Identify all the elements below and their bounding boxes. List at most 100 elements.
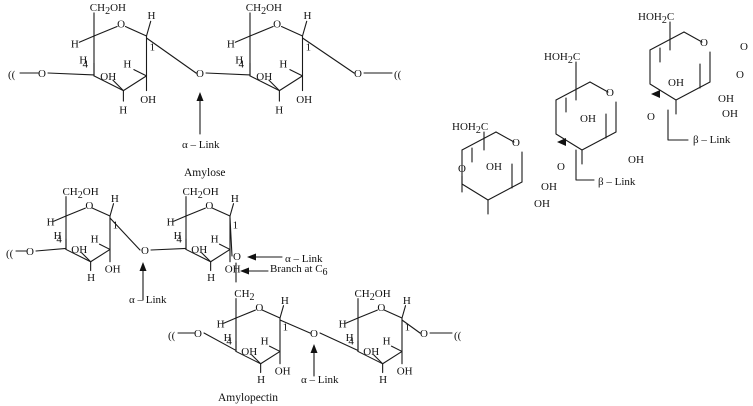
ring-edge: [649, 49, 711, 101]
glycosidic-bond: [229, 217, 233, 257]
h-atom: H: [403, 295, 411, 307]
hoh2c-label: HOH2C: [638, 11, 674, 26]
h-atom: H: [227, 39, 235, 51]
bond-line: [234, 35, 251, 43]
bond-line: [390, 345, 403, 352]
ring-edge: [495, 131, 515, 143]
h-atom: H: [379, 374, 387, 386]
ring-edge: [461, 149, 523, 201]
amylopectin-alpha-link-label-1: α – Link: [129, 294, 167, 306]
bond-line: [279, 305, 285, 319]
amylopectin-caption: Amylopectin: [218, 392, 278, 404]
arrow-head: [310, 344, 318, 353]
ring-oxygen: O: [512, 137, 520, 149]
oh-group: OH: [100, 71, 116, 83]
cellulose-beta-link-label-1: β – Link: [693, 134, 731, 146]
ring-edge: [357, 317, 403, 365]
ring-edge: [383, 309, 403, 319]
ring-edge: [461, 131, 497, 151]
cellulose-beta-link-label-2: β – Link: [598, 176, 636, 188]
glycosidic-oxygen: O: [354, 68, 362, 80]
glycosidic-bond: [47, 72, 95, 76]
bond-line: [223, 317, 237, 324]
oh-group: OH: [256, 71, 272, 83]
h-atom: H: [87, 272, 95, 284]
c1-number: 1: [306, 42, 312, 54]
oh-group: OH: [628, 154, 644, 166]
bond-line: [301, 20, 308, 37]
oh-group: OH: [541, 181, 557, 193]
ring-edge: [235, 317, 281, 365]
h-atom: H: [257, 374, 265, 386]
amylose-alpha-link-label: α – Link: [182, 139, 220, 151]
amylose-caption: Amylose: [184, 167, 226, 179]
ring-oxygen: O: [273, 19, 281, 31]
ch2oh-label: CH2OH: [354, 288, 390, 303]
bond-line: [268, 79, 280, 92]
chain-continuation-mark: ((: [394, 69, 402, 81]
chain-continuation-mark: ((: [6, 248, 14, 260]
h-atom: H: [211, 233, 219, 245]
chain-oxygen: O: [736, 69, 744, 81]
h-atom: H: [224, 332, 232, 344]
ring-edge: [249, 25, 274, 37]
glycosidic-bond: [150, 247, 187, 251]
bond-line: [251, 354, 262, 365]
ring-edge: [185, 215, 231, 263]
ring-edge: [357, 309, 378, 319]
ring-edge: [649, 31, 685, 51]
cellulose-unit-1: O: [461, 131, 523, 215]
bond-line: [133, 69, 148, 77]
h-atom: H: [261, 335, 269, 347]
h-atom: H: [346, 332, 354, 344]
beta-link-arrowhead: [651, 90, 660, 98]
c4-number: 4: [348, 335, 354, 347]
ring-oxygen: O: [606, 87, 614, 99]
oh-group: OH: [296, 94, 312, 106]
oh-group: OH: [241, 346, 257, 358]
ring-edge: [261, 309, 281, 319]
hoh2c-label: HOH2C: [452, 121, 488, 136]
c4-number: 4: [226, 335, 232, 347]
oh-group: OH: [580, 113, 596, 125]
ring-oxygen: O: [205, 200, 213, 212]
h-atom: H: [123, 59, 131, 71]
oh-group: OH: [363, 346, 379, 358]
glycosidic-oxygen: O: [194, 328, 202, 340]
c1-number: 1: [405, 321, 411, 333]
bond-line: [218, 243, 231, 250]
h-atom: H: [148, 10, 156, 22]
bond-line: [229, 203, 235, 217]
ring-edge: [185, 207, 206, 217]
arrow-head: [196, 92, 204, 101]
glycosidic-oxygen: O: [196, 68, 204, 80]
bond-line: [53, 215, 67, 222]
h-atom: H: [167, 217, 175, 229]
h-atom: H: [231, 193, 239, 205]
ring-edge: [93, 25, 118, 37]
ch2oh-label: CH2OH: [62, 186, 98, 201]
glycosidic-bond: [205, 72, 251, 76]
c4-number: 4: [56, 233, 62, 245]
glycosidic-bond: [279, 319, 311, 334]
chain-continuation-mark: ((: [454, 330, 462, 342]
glycosidic-oxygen: O: [310, 328, 318, 340]
arrow-head: [139, 262, 147, 271]
c1-number: 1: [233, 219, 239, 231]
ring-edge: [235, 309, 256, 319]
ch2oh-label: CH2OH: [182, 186, 218, 201]
ring-oxygen: O: [85, 200, 93, 212]
glycosidic-oxygen: O: [38, 68, 46, 80]
c4-number: 4: [238, 59, 244, 71]
bond-line: [78, 35, 95, 43]
beta-link-leader: [575, 149, 595, 181]
ring-edge: [65, 207, 86, 217]
bond-line: [173, 215, 187, 222]
oh-group: OH: [105, 263, 121, 275]
h-atom: H: [304, 10, 312, 22]
